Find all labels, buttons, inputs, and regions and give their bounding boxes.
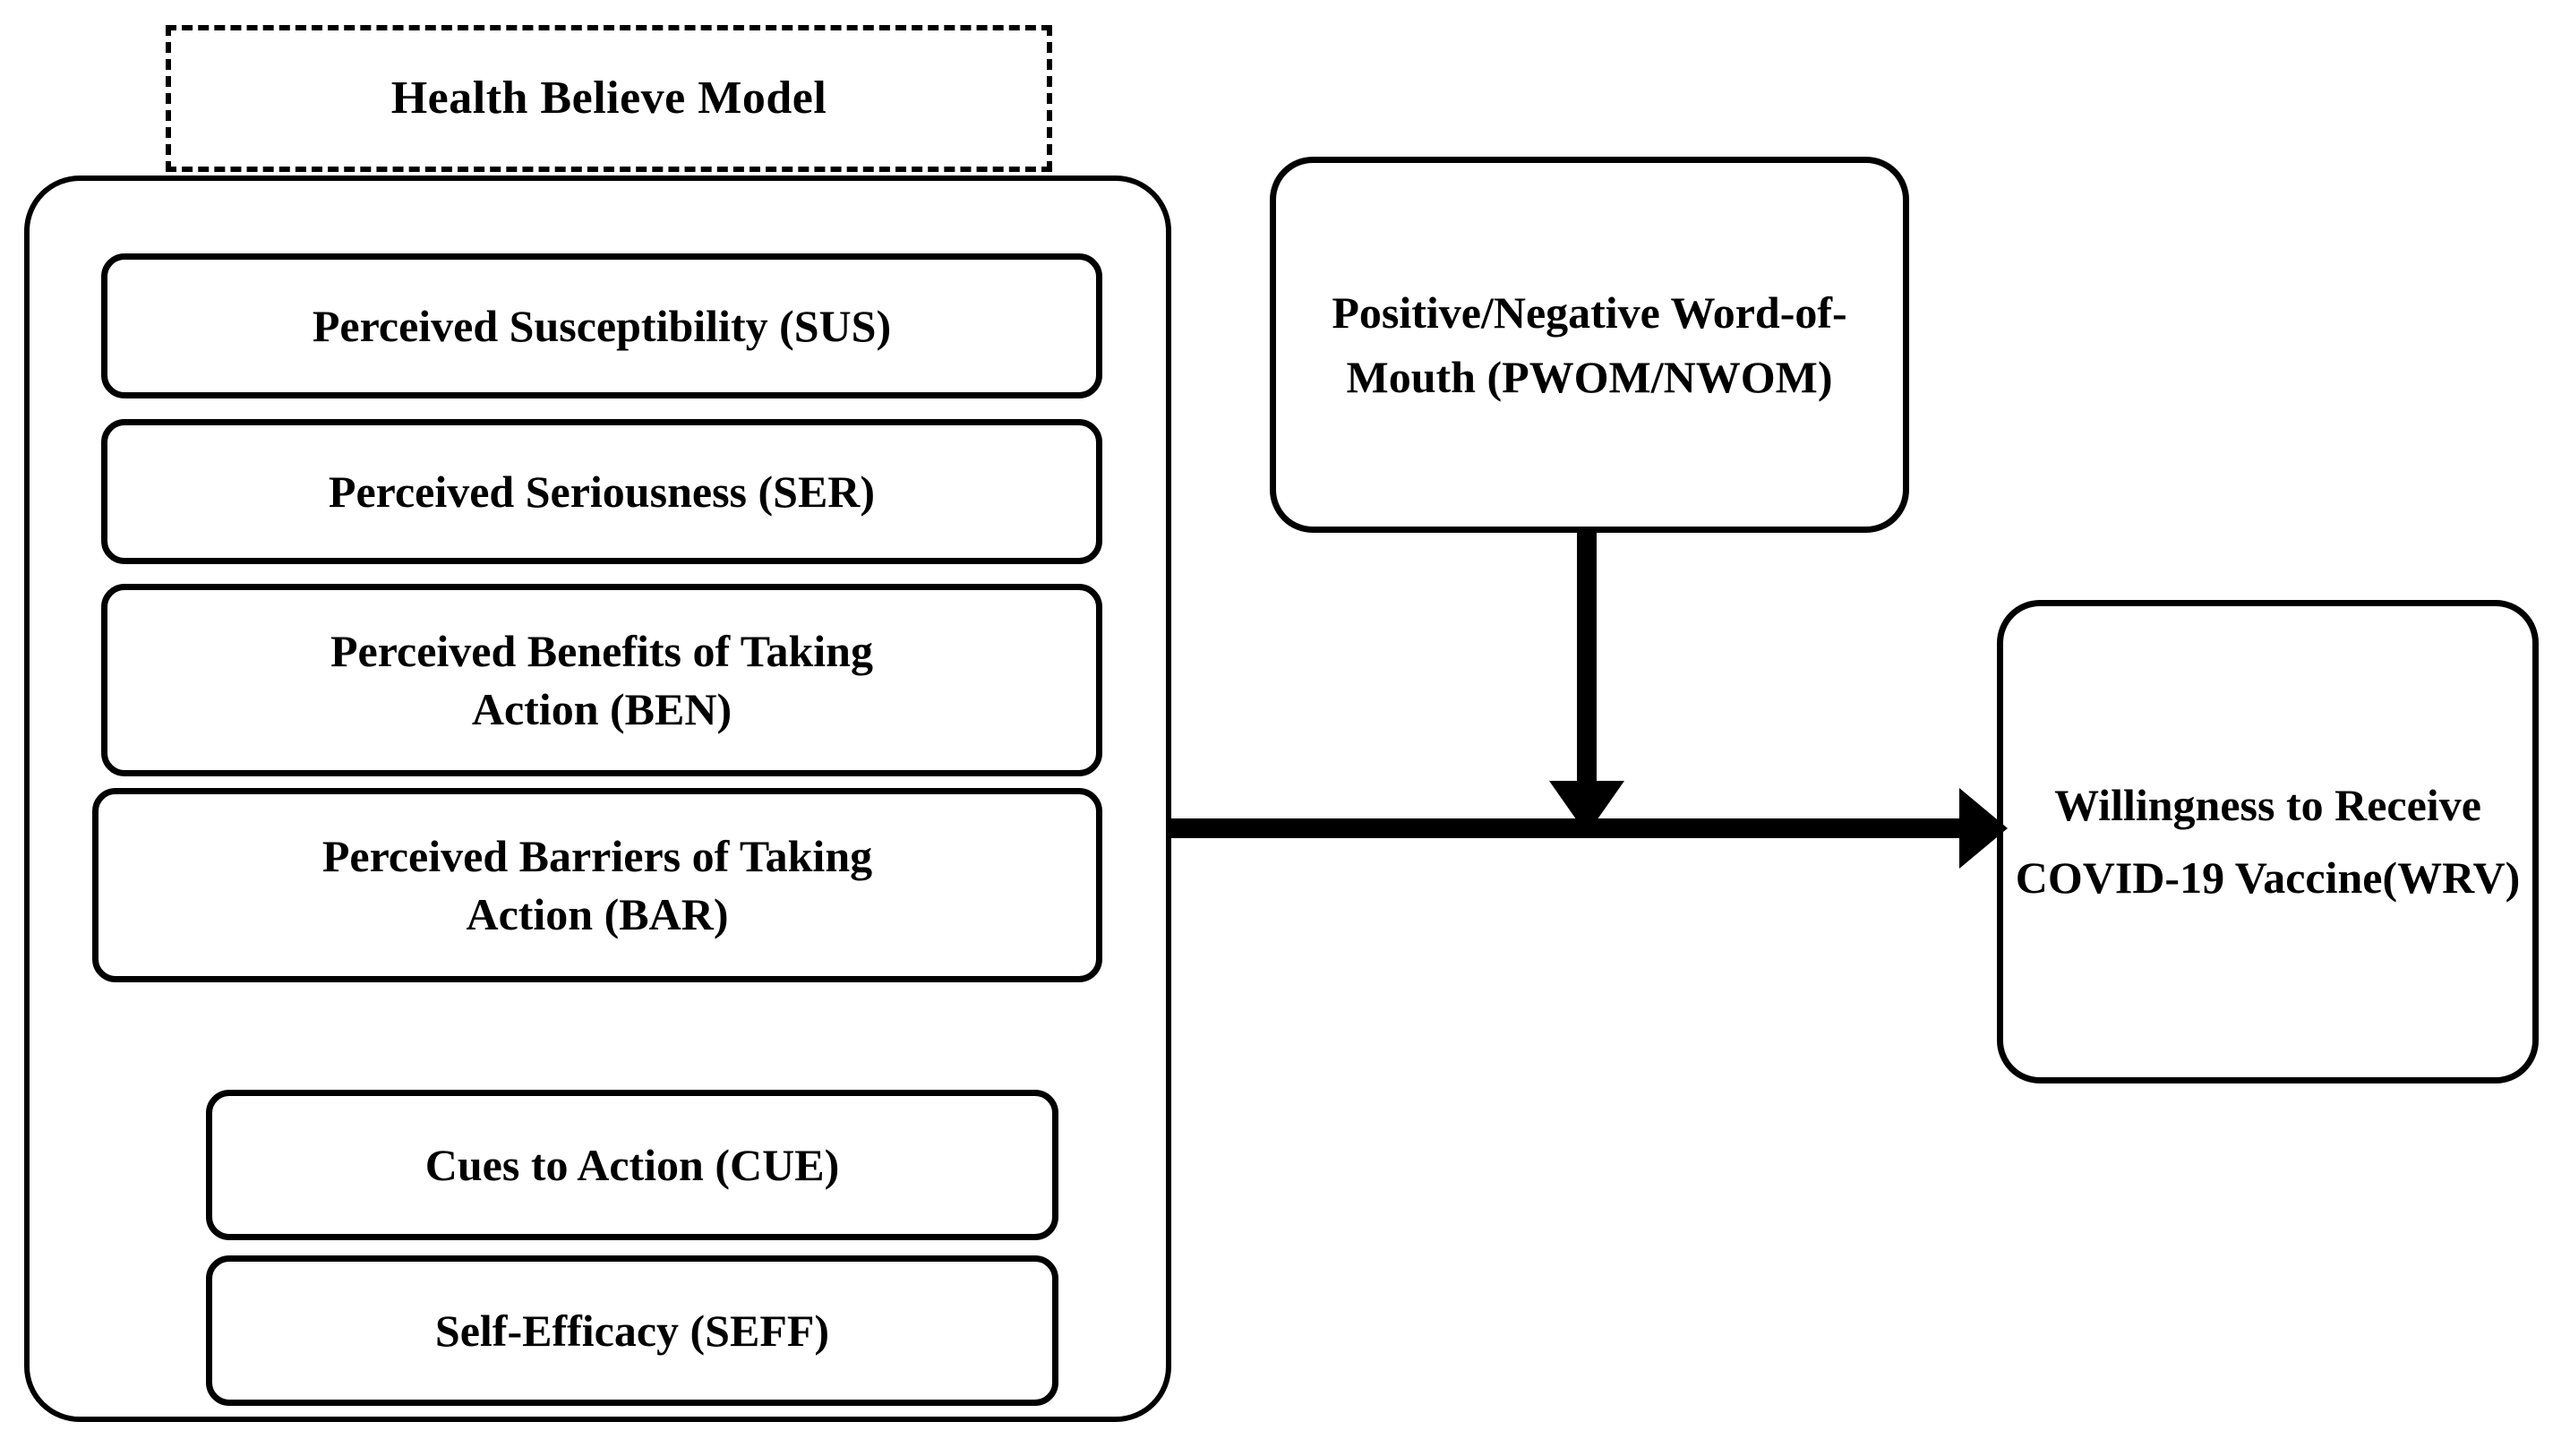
- wom-line: Word-of-Mouth: [1346, 287, 1847, 403]
- construct-label-cue: Cues to Action (CUE): [409, 1136, 855, 1195]
- wom-line: (PWOM/NWOM): [1486, 352, 1833, 402]
- page-title: Health Believe Model: [390, 73, 827, 124]
- wrv-line: Willingness to: [2054, 780, 2324, 830]
- construct-line: Self-Efficacy (SEFF): [434, 1305, 830, 1356]
- wrv-line: COVID-19: [2015, 852, 2225, 903]
- construct-label-ser: Perceived Seriousness (SER): [313, 463, 891, 521]
- construct-box-cue[interactable]: Cues to Action (CUE): [206, 1090, 1058, 1240]
- construct-line: Perceived Seriousness (SER): [328, 466, 876, 517]
- construct-line: Cues to Action (CUE): [424, 1139, 840, 1190]
- wrv-line: Vaccine(WRV): [2234, 852, 2521, 903]
- willingness-to-receive-vaccine-box[interactable]: Willingness to Receive COVID-19 Vaccine(…: [1997, 600, 2539, 1083]
- arrow-wom-to-path: [1549, 533, 1624, 835]
- construct-line: Action (BEN): [471, 683, 732, 734]
- construct-label-seff: Self-Efficacy (SEFF): [419, 1302, 845, 1360]
- construct-box-ben[interactable]: Perceived Benefits of Taking Action (BEN…: [101, 584, 1102, 776]
- wom-line: Positive/Negative: [1332, 287, 1660, 338]
- construct-box-seff[interactable]: Self-Efficacy (SEFF): [206, 1255, 1058, 1406]
- arrow-hbm-to-wrv: [1169, 788, 2008, 869]
- health-believe-model-title-box: Health Believe Model: [166, 25, 1052, 172]
- construct-box-sus[interactable]: Perceived Susceptibility (SUS): [101, 253, 1102, 398]
- construct-label-bar: Perceived Barriers of Taking Action (BAR…: [306, 827, 888, 944]
- construct-line: Perceived Barriers of Taking: [321, 830, 873, 881]
- construct-box-ser[interactable]: Perceived Seriousness (SER): [101, 419, 1102, 564]
- construct-label-sus: Perceived Susceptibility (SUS): [296, 297, 907, 355]
- willingness-label: Willingness to Receive COVID-19 Vaccine(…: [2003, 769, 2532, 914]
- word-of-mouth-box[interactable]: Positive/Negative Word-of-Mouth (PWOM/NW…: [1270, 157, 1909, 533]
- wrv-line: Receive: [2334, 780, 2481, 830]
- construct-line: Perceived Susceptibility (SUS): [312, 300, 892, 351]
- construct-box-bar[interactable]: Perceived Barriers of Taking Action (BAR…: [92, 788, 1102, 982]
- word-of-mouth-label: Positive/Negative Word-of-Mouth (PWOM/NW…: [1276, 280, 1903, 410]
- construct-label-ben: Perceived Benefits of Taking Action (BEN…: [314, 622, 889, 739]
- construct-line: Action (BAR): [466, 888, 729, 939]
- construct-line: Perceived Benefits of Taking: [330, 625, 873, 676]
